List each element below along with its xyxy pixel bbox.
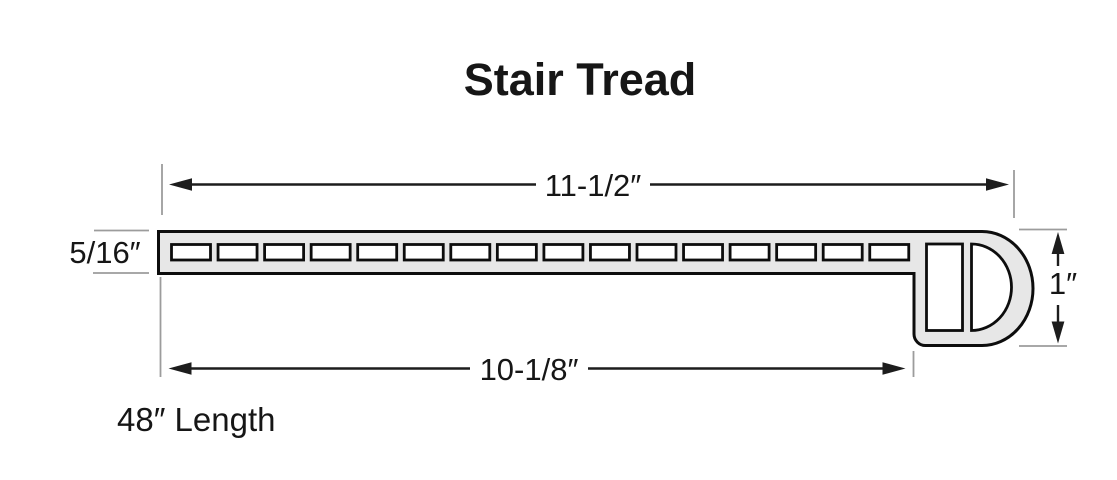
arrowhead-up-icon bbox=[1051, 232, 1065, 254]
nose-vertical-slot bbox=[925, 242, 964, 332]
tread-slot bbox=[309, 243, 352, 262]
dimension-top-width: 11-1/2″ bbox=[161, 164, 1015, 218]
tread-profile bbox=[157, 230, 1035, 347]
tread-slot bbox=[495, 243, 538, 262]
tread-slot bbox=[170, 243, 212, 262]
dimension-bottom-depth: 10-1/8″ bbox=[159, 277, 915, 387]
tread-slot bbox=[263, 243, 306, 262]
tread-slot bbox=[635, 243, 678, 262]
tread-slot bbox=[449, 243, 492, 262]
tread-slot bbox=[775, 243, 818, 262]
arrowhead-right-icon bbox=[986, 178, 1009, 191]
nose-d-hollow bbox=[970, 242, 1013, 332]
nose-height-label: 1″ bbox=[1049, 266, 1077, 301]
dimension-thickness: 5/16″ bbox=[69, 229, 149, 274]
arrowhead-left-icon bbox=[169, 178, 192, 191]
arrowhead-left-icon bbox=[168, 362, 192, 375]
arrowhead-down-icon bbox=[1051, 321, 1065, 344]
tread-slot bbox=[821, 243, 864, 262]
diagram-title: Stair Tread bbox=[464, 54, 697, 105]
tread-slot bbox=[216, 243, 259, 262]
dimension-nose-height: 1″ bbox=[1019, 228, 1077, 347]
tread-slot bbox=[868, 243, 911, 262]
tread-slot bbox=[589, 243, 631, 262]
length-note: 48″ Length bbox=[117, 401, 276, 438]
thickness-label: 5/16″ bbox=[69, 235, 140, 270]
tread-slot bbox=[402, 243, 445, 262]
bottom-depth-label: 10-1/8″ bbox=[480, 352, 579, 387]
tread-slot bbox=[542, 243, 585, 262]
tread-slot bbox=[728, 243, 771, 262]
tread-slot bbox=[682, 243, 724, 262]
top-width-label: 11-1/2″ bbox=[545, 168, 642, 203]
tread-slot bbox=[356, 243, 399, 262]
arrowhead-right-icon bbox=[882, 362, 906, 375]
tread-slots bbox=[170, 243, 911, 262]
